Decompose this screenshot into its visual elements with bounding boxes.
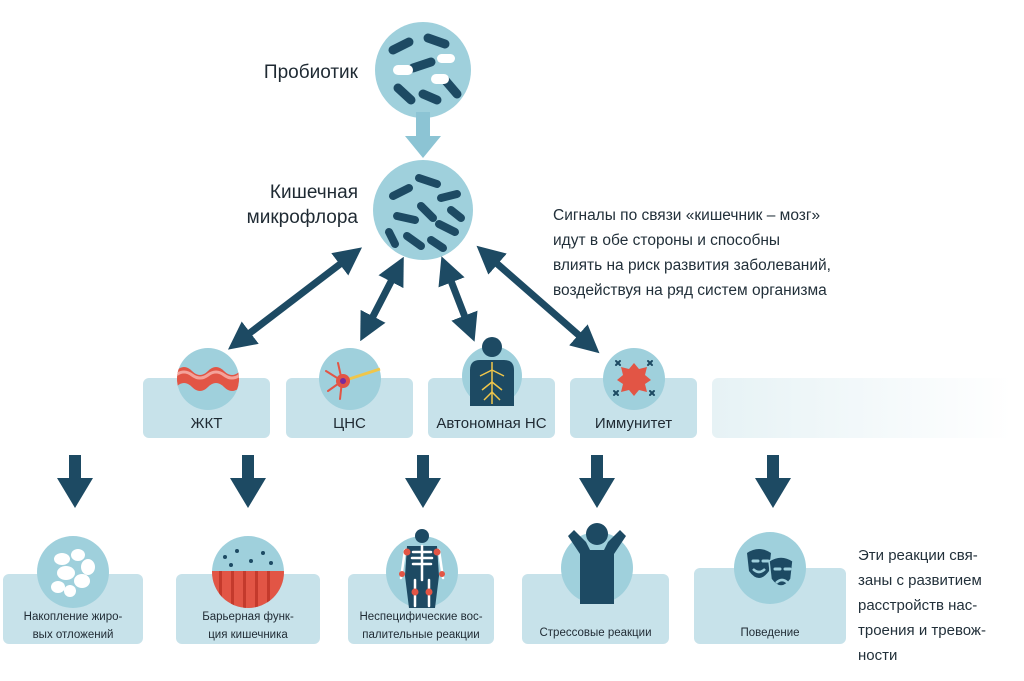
microflora-label-line2: микрофлора [246,207,358,228]
signals-note-line: идут в обе стороны и способны [553,232,781,249]
system-label-gut: ЖКТ [190,415,223,432]
intestine-wall-icon [177,348,239,410]
arrow-cns-microflora [360,256,404,342]
outcome-label-stress: Стрессовые реакции [522,624,669,642]
down-arrow [579,455,615,508]
outcome-label-line: Поведение [740,627,800,639]
reactions-note-line: расстройств нас- [858,597,978,614]
reactions-note-line: Эти реакции свя- [858,547,978,564]
microflora-label-line1: Кишечная [269,182,358,203]
down-arrow [57,455,93,508]
reactions-note-line: заны с развитием [858,572,982,589]
arrow-gut-microflora [227,247,363,350]
reactions-note-line: троения и тревож- [858,622,986,639]
probiotic-circle [375,22,471,118]
outcome-label-line: Накопление жиро- [23,611,123,623]
reactions-note: Эти реакции свя- заны с развитием расстр… [858,543,1018,668]
stressed-person-icon [561,523,633,604]
skeleton-inflammation-icon [386,529,458,608]
signals-note-line: Сигналы по связи «кишечник – мозг» [553,207,821,224]
outcome-label-line: вых отложений [32,629,114,641]
system-row-fade [712,378,1012,438]
theater-masks-icon [734,532,806,604]
fat-cells-icon [37,536,109,608]
outcome-label-line: ция кишечника [208,629,288,641]
outcome-label-inflammation: Неспецифические вос- палительные реакции [348,608,494,644]
outcome-label-line: Стрессовые реакции [539,627,652,639]
arrow-immunity-microflora [476,245,600,354]
outcome-label-line: Барьерная функ- [202,611,294,623]
immune-cell-icon [603,348,665,410]
intestinal-barrier-icon [212,536,284,608]
microflora-label: Кишечная микрофлора [200,180,358,230]
system-label-immunity: Иммунитет [594,415,673,432]
signals-note: Сигналы по связи «кишечник – мозг» идут … [553,203,873,303]
probiotic-label: Пробиотик [263,62,358,83]
down-arrow [405,455,441,508]
probiotic-to-microflora-arrow [405,112,441,158]
outcome-label-barrier: Барьерная функ- ция кишечника [176,608,320,644]
arrow-ans-microflora [438,256,478,342]
down-arrow [755,455,791,508]
neuron-icon [319,348,381,410]
system-label-ans: Автономная НС [436,415,547,432]
microflora-circle [373,160,473,260]
outcome-label-line: Неспецифические вос- [359,611,483,623]
outcome-label-line: палительные реакции [362,629,480,641]
down-arrow [230,455,266,508]
nervous-system-body-icon [462,337,522,406]
signals-note-line: влиять на риск развития заболеваний, [553,257,831,274]
reactions-note-line: ности [858,647,898,664]
outcome-label-behavior: Поведение [694,624,846,642]
signals-note-line: воздействуя на ряд систем организма [553,282,827,299]
system-label-cns: ЦНС [333,415,366,432]
outcome-label-fat: Накопление жиро- вых отложений [3,608,143,644]
